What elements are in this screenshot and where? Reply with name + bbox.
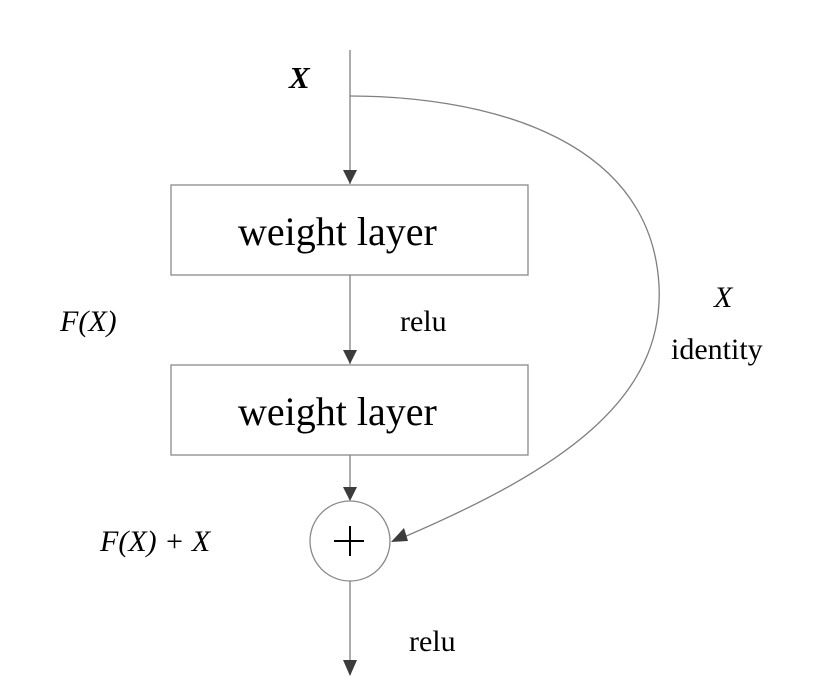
skip-identity-label: identity — [671, 333, 763, 366]
input-label: X — [289, 60, 310, 95]
skip-variable-label: X — [714, 281, 733, 314]
weight-layer-label-2: weight layer — [238, 389, 437, 434]
residual-function-label: F(X) — [60, 305, 117, 338]
arrowhead-icon — [343, 170, 357, 184]
arrowhead-icon — [391, 528, 408, 542]
arrowhead-icon — [343, 487, 357, 501]
arrowhead-icon — [343, 660, 357, 676]
weight-layer-label-1: weight layer — [238, 209, 437, 254]
relu-label-bottom: relu — [409, 625, 456, 658]
output-sum-label: F(X) + X — [100, 525, 211, 558]
weight-layer-box-1 — [170, 184, 529, 276]
relu-label-middle: relu — [400, 305, 447, 338]
arrowhead-icon — [343, 350, 357, 364]
identity-skip-connection — [349, 95, 660, 538]
